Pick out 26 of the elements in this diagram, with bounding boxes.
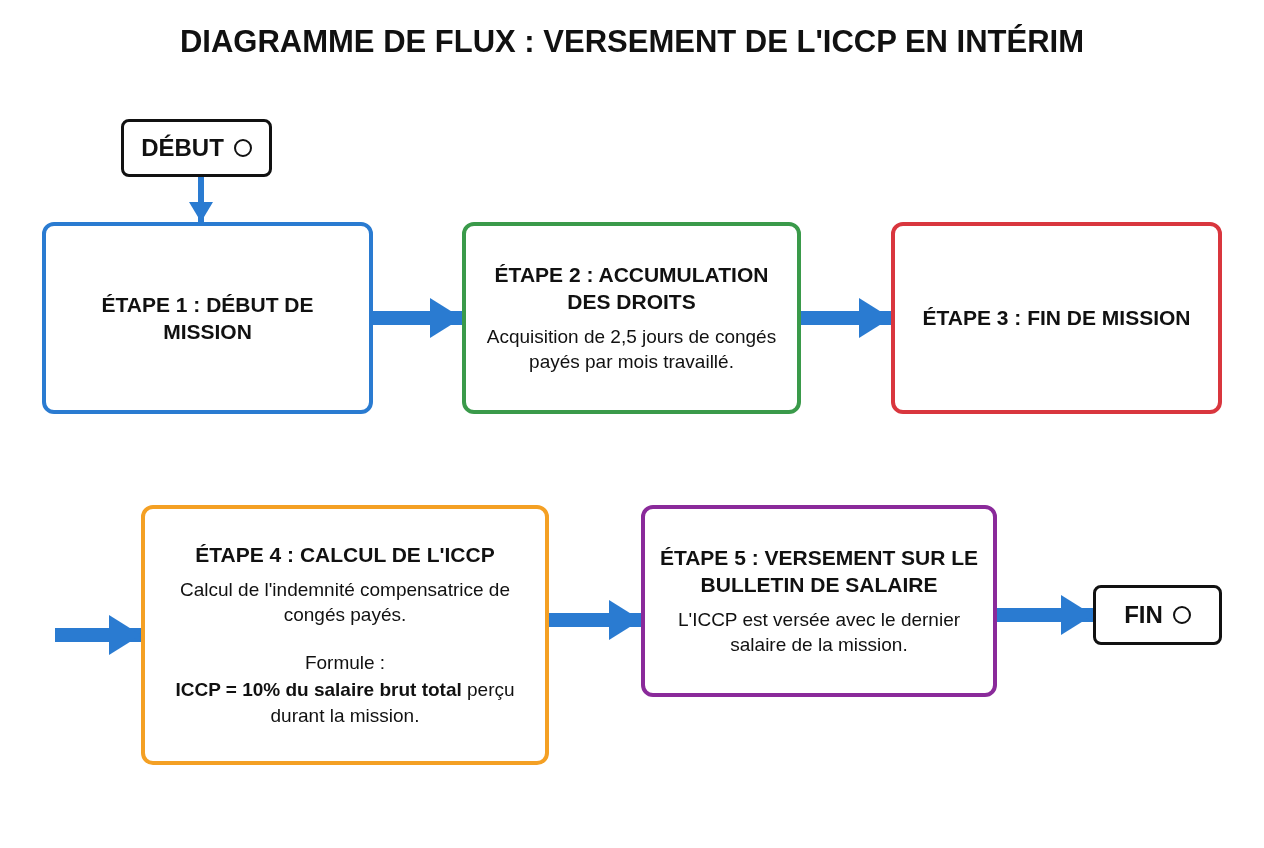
arrow (549, 600, 641, 640)
process-box (641, 505, 997, 697)
diagram-title: DIAGRAMME DE FLUX : VERSEMENT DE L'ICCP EN INTÉRIM (178, 24, 1086, 60)
arrow (997, 595, 1093, 635)
step-heading: FIN (1124, 600, 1163, 631)
arrow (801, 298, 891, 338)
step-heading: ÉTAPE 3 : FIN DE MISSION (922, 305, 1191, 332)
step-description: Formule : (304, 650, 386, 675)
process-box (141, 505, 549, 765)
step-heading: DÉBUT (141, 133, 224, 164)
step-description: Acquisition de 2,5 jours de congés payés par mois travaillé. (485, 324, 778, 375)
step-description: L'ICCP est versée avec le dernier salaire de la mission. (676, 607, 962, 658)
arrow (189, 177, 213, 222)
step-heading: ÉTAPE 2 : ACCUMULATION DES DROITS (493, 262, 770, 316)
arrow (373, 298, 462, 338)
step-heading: ÉTAPE 1 : DÉBUT DE MISSION (100, 291, 315, 345)
step-heading: ÉTAPE 4 : CALCUL DE L'ICCP (195, 542, 495, 569)
terminal-box (121, 119, 272, 177)
terminal-box (1093, 585, 1222, 645)
step-heading: ÉTAPE 5 : VERSEMENT SUR LE BULLETIN DE SALAIRE (659, 545, 979, 599)
arrow (55, 615, 141, 655)
process-box (891, 222, 1222, 414)
step-description: ICCP = 10% du salaire brut total perçu durant la mission. (174, 678, 516, 729)
process-box (462, 222, 801, 414)
step-description: Calcul de l'indemnité compensatrice de congés payés. (179, 577, 511, 628)
process-box (42, 222, 373, 414)
